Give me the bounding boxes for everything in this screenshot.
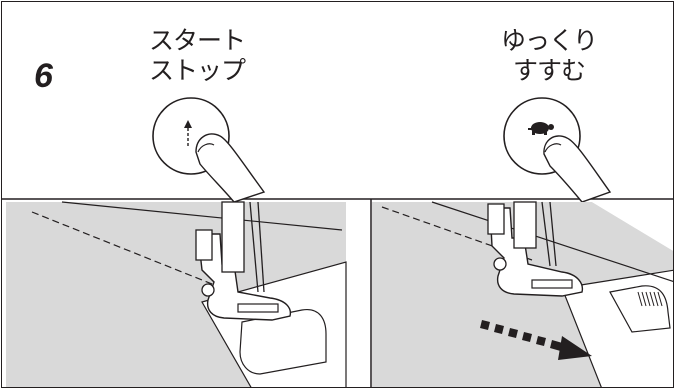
finger-right xyxy=(543,135,612,203)
step-number: 6 xyxy=(34,57,53,95)
finger-left xyxy=(195,133,266,203)
slow-label: ゆっくり すすむ xyxy=(484,26,614,86)
start-stop-arrow-icon xyxy=(184,120,192,148)
left-sewing-scene xyxy=(6,201,347,387)
feed-dogs-lines xyxy=(637,291,663,307)
feed-direction-arrow-icon xyxy=(480,320,592,360)
slow-button xyxy=(503,97,612,203)
start-stop-button xyxy=(152,97,266,203)
start-stop-label: スタート ストップ xyxy=(132,26,262,86)
start-stop-label-line1: スタート xyxy=(148,26,246,55)
start-stop-label-line2: ストップ xyxy=(148,56,246,85)
slow-label-line2: すすむ xyxy=(512,56,586,85)
turtle-icon xyxy=(528,122,554,135)
right-sewing-scene xyxy=(372,201,673,387)
slow-label-line1: ゆっくり xyxy=(500,26,598,55)
